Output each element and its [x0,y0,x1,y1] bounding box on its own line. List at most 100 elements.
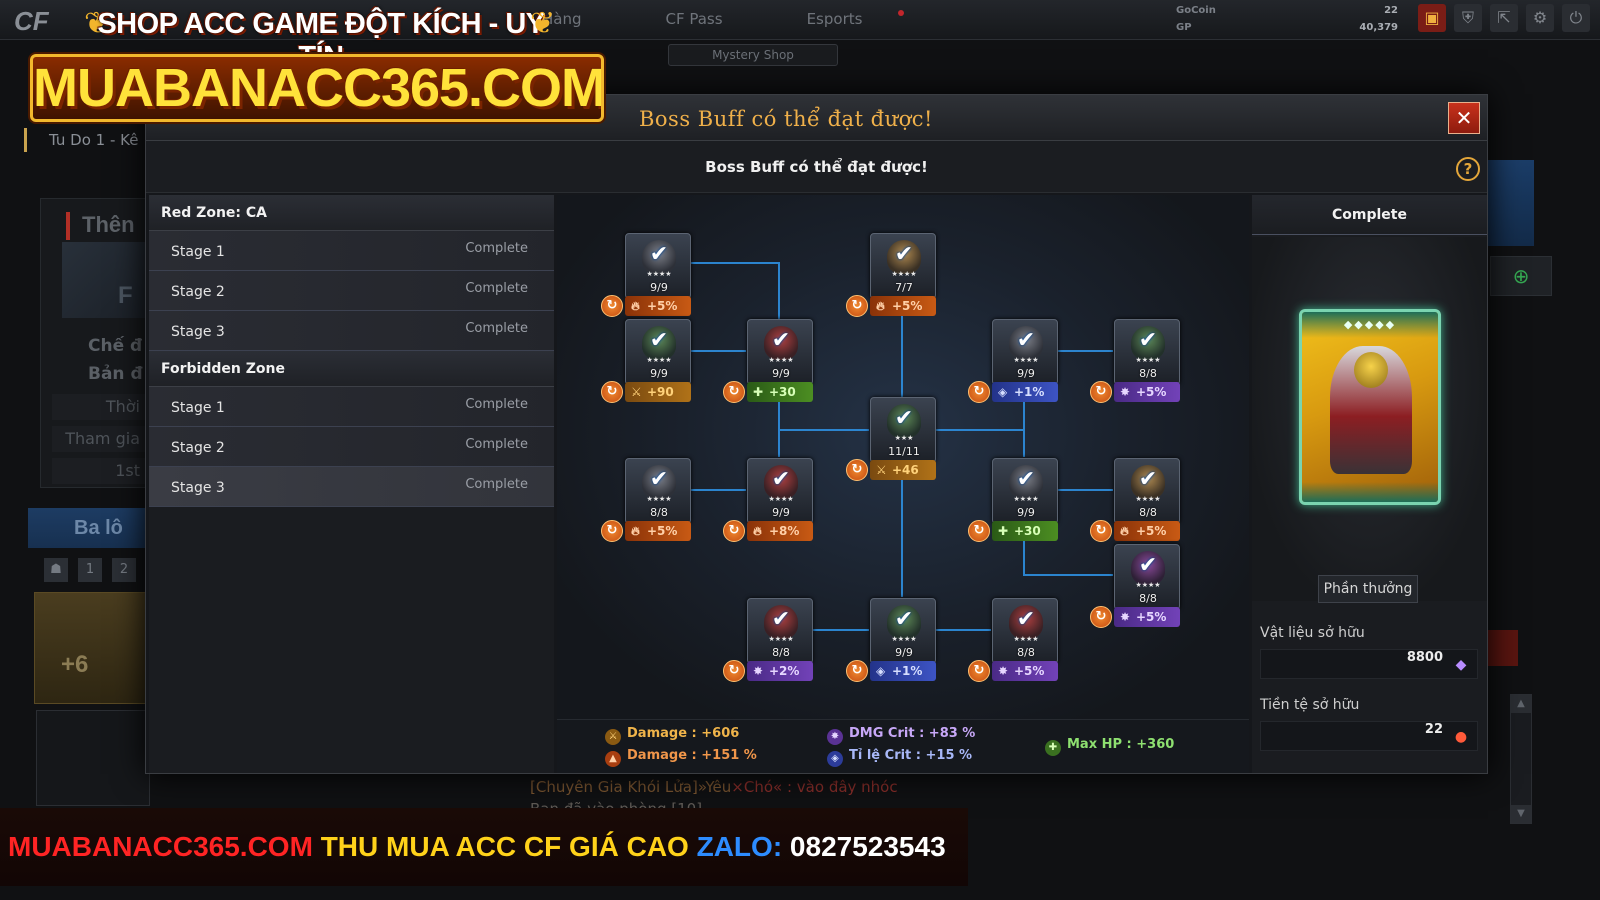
scroll-up-icon[interactable]: ▲ [1511,695,1531,713]
reset-icon[interactable]: ↻ [846,660,868,682]
reset-icon[interactable]: ↻ [1090,520,1112,542]
notification-dot [898,10,904,16]
zone-header-red-zone: Red Zone: CA [149,195,554,231]
reward-button[interactable]: Phần thưởng [1318,575,1418,603]
event-icon[interactable]: ▣ [1418,4,1446,32]
boss-node[interactable]: ✔★★★★8/8 [1114,319,1180,385]
game-logo: CF [14,6,49,36]
mode-line: Chế đ [88,336,143,356]
checkmark-icon: ✔ [649,467,669,492]
boss-node[interactable]: ✔★★★11/11 [870,397,936,463]
backpack-item-slot[interactable] [36,710,150,806]
exit-icon[interactable]: ⇱ [1490,4,1518,32]
health-icon: ✚ [753,385,764,399]
node-count: 9/9 [1017,367,1035,380]
fire-icon: 🔥︎ [631,524,640,538]
page-button[interactable]: 2 [112,558,136,582]
reset-icon[interactable]: ↻ [601,520,623,542]
node-count: 9/9 [1017,506,1035,519]
page-button[interactable]: 1 [78,558,102,582]
reset-icon[interactable]: ↻ [846,295,868,317]
help-icon[interactable]: ? [1456,157,1480,181]
backpack-tab[interactable]: Ba lô [28,508,150,548]
shield-icon[interactable]: ⛨ [1454,4,1482,32]
sword-icon: ⚔ [876,463,887,477]
boss-node[interactable]: ✔★★★★8/8 [1114,458,1180,524]
boss-node[interactable]: ✔★★★★9/9 [625,319,691,385]
buff-badge: ✚+30 [992,521,1058,541]
boss-node[interactable]: ✔★★★★9/9 [992,458,1058,524]
node-stars: ★★★★ [891,635,917,643]
nav-item-cf-pass[interactable]: CF Pass [665,10,723,28]
buff-value: +1% [892,664,923,678]
currency-label: Tiền tệ sở hữu [1260,697,1360,713]
node-stars: ★★★★ [646,270,672,278]
boss-node[interactable]: ✔★★★★9/9 [625,233,691,299]
reset-icon[interactable]: ↻ [1090,381,1112,403]
reset-icon[interactable]: ↻ [1090,606,1112,628]
room-info-row: Tham gia [52,426,150,452]
boss-node[interactable]: ✔★★★★9/9 [870,598,936,664]
side-action-button[interactable]: ⊕ [1490,256,1552,296]
boss-node[interactable]: ✔★★★★9/9 [747,458,813,524]
reward-character-card[interactable]: ◆◆◆◆◆ [1299,309,1441,505]
boss-node[interactable]: ✔★★★★8/8 [625,458,691,524]
stat-crit-rate: ◈Tỉ lệ Crit : +15 % [827,748,972,767]
health-icon: ✚ [1045,740,1061,756]
reset-icon[interactable]: ↻ [723,660,745,682]
boss-node[interactable]: ✔★★★★8/8 [747,598,813,664]
nav-item-esports[interactable]: Esports [806,10,863,28]
modal-title: Boss Buff có thể đạt được! [638,107,933,131]
crit-rate-icon: ◈ [998,385,1008,399]
reset-icon[interactable]: ↻ [846,459,868,481]
boss-node[interactable]: ✔★★★★9/9 [992,319,1058,385]
buff-badge: ◈+1% [870,661,936,681]
buff-value: +46 [892,463,919,477]
crystal-icon: ◆ [1455,657,1467,673]
backpack-item[interactable]: +6 [34,592,150,704]
boss-node[interactable]: ✔★★★★8/8 [1114,544,1180,610]
reset-icon[interactable]: ↻ [968,381,990,403]
reset-icon[interactable]: ↻ [723,520,745,542]
backpack-icon[interactable]: ☗ [44,558,68,582]
mystery-shop-button[interactable]: Mystery Shop [668,44,838,66]
buff-value: +5% [892,299,923,313]
boss-buff-tree: ✔★★★★9/9 ↻ 🔥︎+5% ✔★★★★7/7 ↻ 🔥︎+5% ✔★★★★9… [557,195,1249,719]
node-count: 8/8 [1139,367,1157,380]
side-red-tab[interactable] [1488,630,1518,666]
checkmark-icon: ✔ [1016,607,1036,632]
boss-node[interactable]: ✔★★★★7/7 [870,233,936,299]
reset-icon[interactable]: ↻ [601,381,623,403]
gocoin-label: GoCoin [1176,5,1216,16]
nav-item-shop[interactable]: Hàng [542,10,582,28]
modal-subtitle: Boss Buff có thể đạt được! [146,141,1487,193]
fire-icon: 🔥︎ [753,524,762,538]
boss-node[interactable]: ✔★★★★8/8 [992,598,1058,664]
scroll-down-icon[interactable]: ▼ [1511,805,1531,823]
node-count: 9/9 [895,646,913,659]
reset-icon[interactable]: ↻ [968,520,990,542]
buff-badge: 🔥︎+5% [1114,521,1180,541]
promo-bottom-banner: MUABANACC365.COM THU MUA ACC CF GIÁ CAO … [0,808,968,886]
close-button[interactable]: ✕ [1448,102,1480,134]
checkmark-icon: ✔ [771,607,791,632]
promo-headline: SHOP ACC GAME ĐỘT KÍCH - UY TÍN [97,8,545,73]
reset-icon[interactable]: ↻ [723,381,745,403]
reset-icon[interactable]: ↻ [968,660,990,682]
stage-name: Stage 3 [171,480,225,496]
stage-status: Complete [465,241,528,256]
reset-icon[interactable]: ↻ [601,295,623,317]
power-icon[interactable]: ⏻ [1562,4,1590,32]
gear-icon[interactable]: ⚙ [1526,4,1554,32]
coin-icon: ● [1454,729,1468,745]
crit-damage-icon: ✸ [827,729,843,745]
buff-badge: ✸+2% [747,661,813,681]
boss-node[interactable]: ✔★★★★9/9 [747,319,813,385]
chat-scrollbar[interactable]: ▲ ▼ [1510,694,1532,824]
